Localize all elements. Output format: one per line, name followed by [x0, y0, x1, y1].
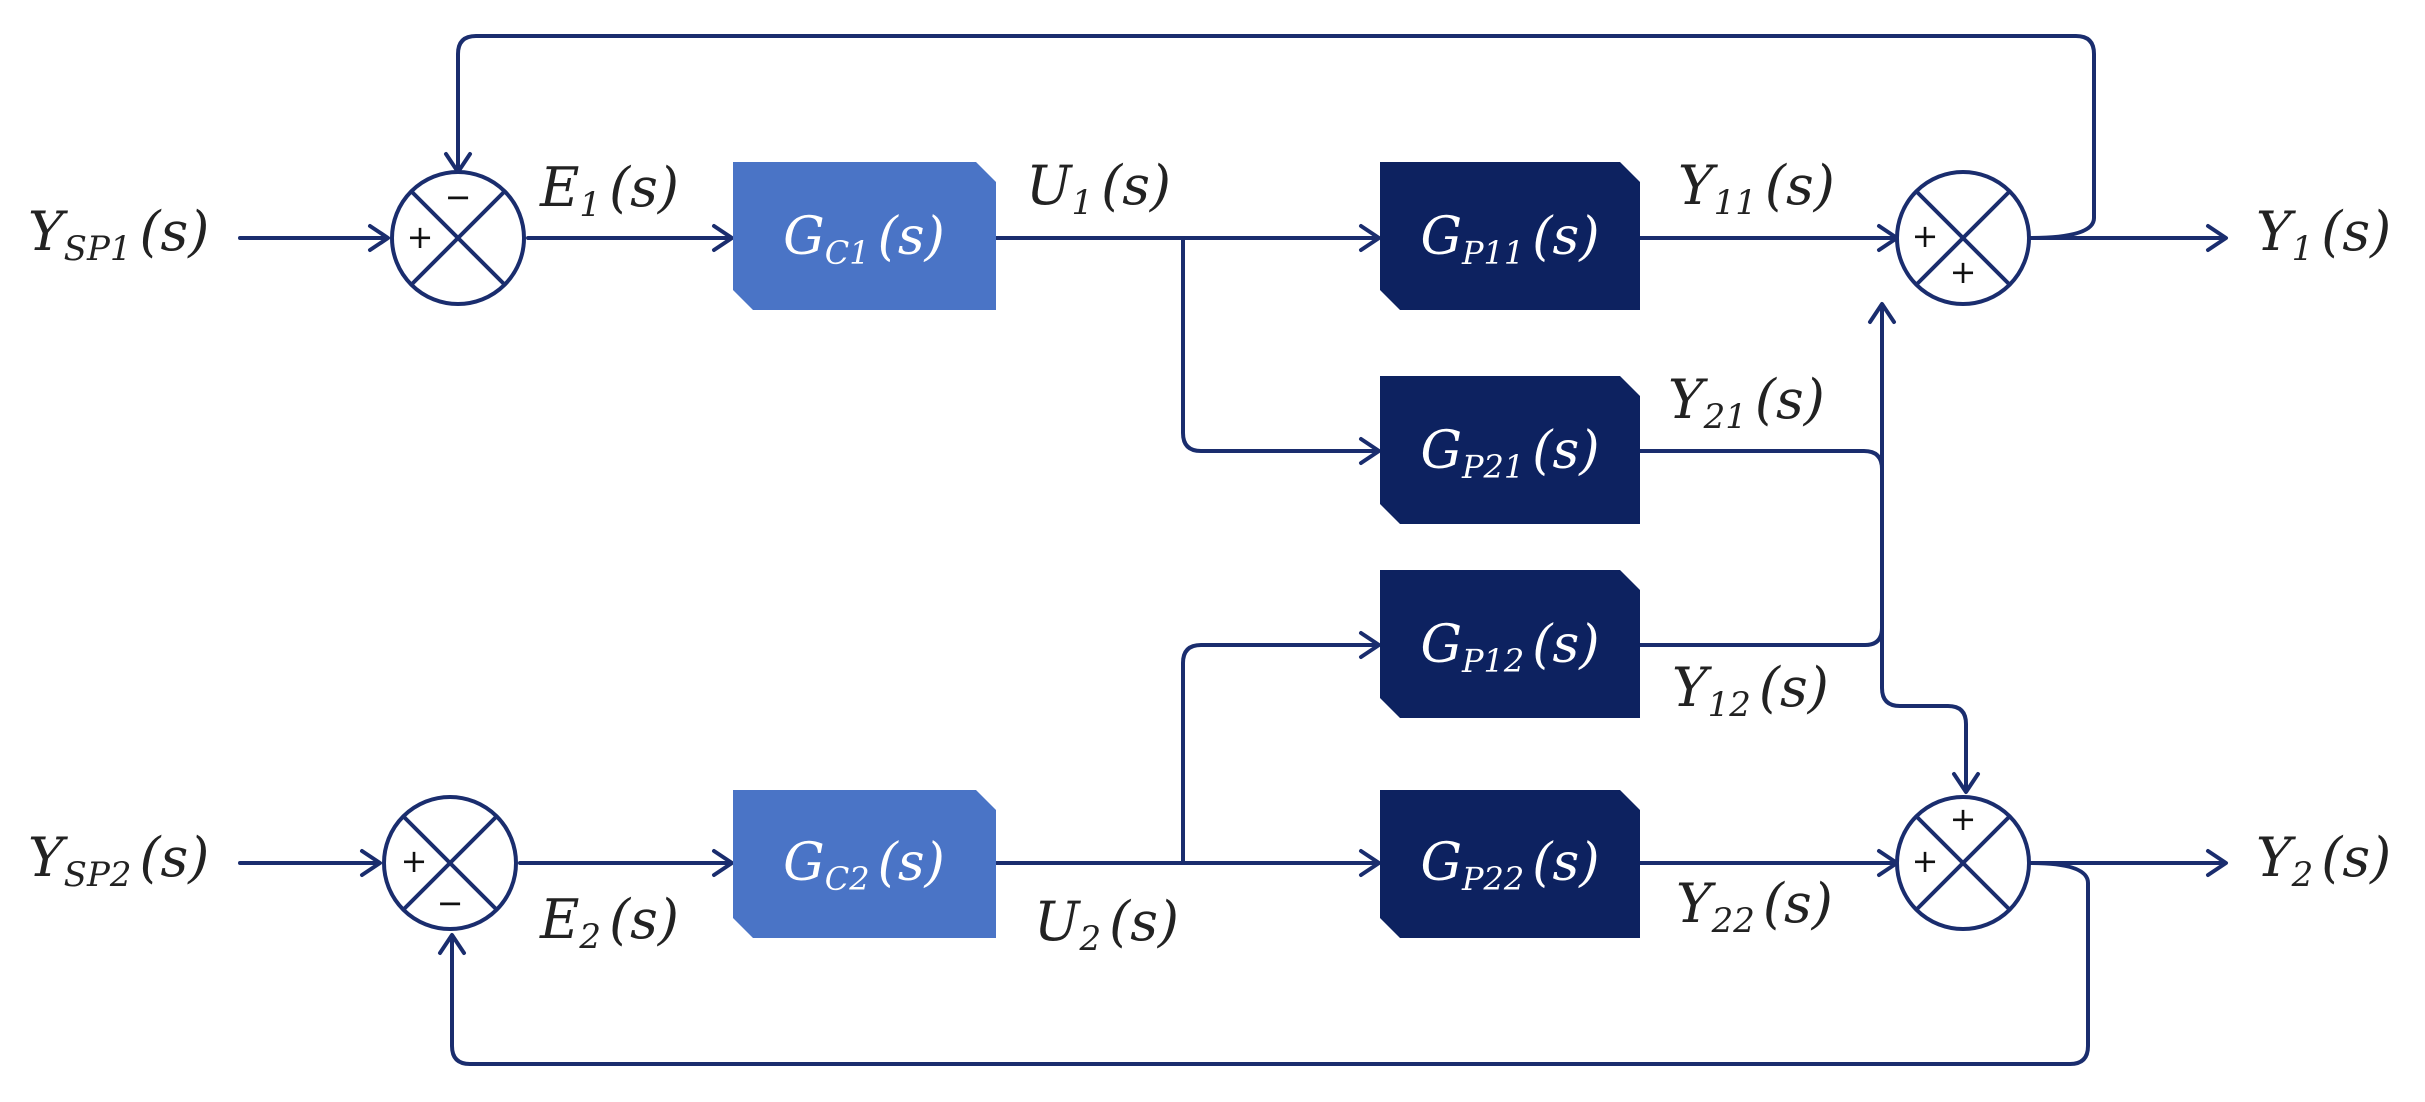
- block-gc1: GC1(s): [733, 162, 996, 310]
- sum3-left-sign: +: [1912, 217, 1939, 255]
- arrowhead: [1359, 437, 1381, 465]
- sum1-left-sign: +: [407, 218, 434, 256]
- wire-gp21-to-sum4: [1638, 449, 1968, 790]
- block-shape: [1380, 570, 1640, 718]
- sum3-bottom-sign: +: [1950, 253, 1977, 291]
- block-label: GC1(s): [783, 207, 945, 272]
- wire-gp12-to-sum3: [1638, 306, 1884, 647]
- signal-y22-label: Y22(s): [1676, 872, 1833, 941]
- signal-y21-label: Y21(s): [1668, 368, 1825, 437]
- sum1-top-sign: −: [445, 178, 472, 216]
- arrowhead: [360, 849, 382, 877]
- summing-junction-4: + +: [1895, 795, 2031, 931]
- arrowhead: [1359, 849, 1381, 877]
- block-gp22: GP22(s): [1380, 790, 1640, 938]
- arrowhead: [712, 224, 734, 252]
- block-label: GP12(s): [1420, 615, 1599, 680]
- block-gp12: GP12(s): [1380, 570, 1640, 718]
- sum2-left-sign: +: [401, 842, 428, 880]
- arrowhead: [2206, 224, 2228, 252]
- wire-u1-branch-to-gp21: [1181, 236, 1377, 453]
- signal-y12-label: Y12(s): [1672, 656, 1829, 725]
- sum2-bottom-sign: −: [437, 884, 464, 922]
- block-label: GP11(s): [1420, 207, 1599, 272]
- signal-y2-label: Y2(s): [2256, 826, 2391, 895]
- block-label: GC2(s): [783, 833, 945, 898]
- signal-ysp2-label: YSP2(s): [28, 826, 209, 895]
- block-shape: [1380, 790, 1640, 938]
- arrowhead: [712, 849, 734, 877]
- wire-feedback-y1: [456, 34, 2096, 240]
- block-label: GP21(s): [1420, 421, 1599, 486]
- signal-y11-label: Y11(s): [1678, 154, 1835, 223]
- block-gp21: GP21(s): [1380, 376, 1640, 524]
- sum4-top-sign: +: [1950, 800, 1977, 838]
- wire-u2-branch-to-gp12: [1181, 643, 1377, 865]
- block-shape: [733, 790, 996, 938]
- block-label: GP22(s): [1420, 833, 1599, 898]
- signal-e1-label: E1(s): [539, 156, 679, 225]
- signal-u1-label: U1(s): [1026, 154, 1171, 223]
- arrowhead: [438, 933, 466, 955]
- arrowhead: [368, 224, 390, 252]
- arrowhead: [1952, 772, 1980, 794]
- signal-ysp1-label: YSP1(s): [28, 200, 209, 269]
- block-shape: [1380, 376, 1640, 524]
- block-gp11: GP11(s): [1380, 162, 1640, 310]
- arrowhead: [1359, 224, 1381, 252]
- sum4-left-sign: +: [1912, 842, 1939, 880]
- signal-y1-label: Y1(s): [2256, 200, 2391, 269]
- summing-junction-3: + +: [1895, 170, 2031, 306]
- wire-feedback-y2: [450, 861, 2090, 1066]
- signal-e2-label: E2(s): [539, 888, 679, 957]
- arrowhead: [1868, 302, 1896, 324]
- summing-junction-2: + −: [382, 795, 518, 931]
- arrowhead: [2206, 849, 2228, 877]
- signal-u2-label: U2(s): [1034, 890, 1179, 959]
- block-shape: [1380, 162, 1640, 310]
- block-gc2: GC2(s): [733, 790, 996, 938]
- block-shape: [733, 162, 996, 310]
- arrowhead: [1359, 631, 1381, 659]
- summing-junction-1: − +: [390, 170, 526, 306]
